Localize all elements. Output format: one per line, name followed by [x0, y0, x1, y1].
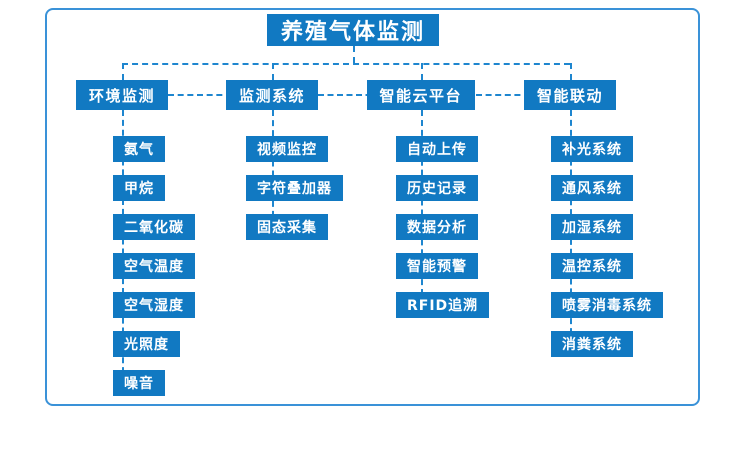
branch-trunk-connector: [272, 110, 274, 227]
branch-node[interactable]: 智能联动: [524, 80, 617, 110]
leaf-node[interactable]: 消粪系统: [551, 331, 633, 357]
leaf-node[interactable]: 温控系统: [551, 253, 633, 279]
branch-sibling-connector: [475, 94, 530, 96]
leaf-node[interactable]: 通风系统: [551, 175, 633, 201]
title-stem-connector: [353, 46, 355, 63]
branch-sibling-connector: [318, 94, 381, 96]
branch-drop-connector: [122, 63, 124, 80]
leaf-node[interactable]: 固态采集: [246, 214, 328, 240]
leaf-node[interactable]: 字符叠加器: [246, 175, 343, 201]
branch-node[interactable]: 智能云平台: [366, 80, 476, 110]
leaf-node[interactable]: 二氧化碳: [113, 214, 195, 240]
branch-drop-connector: [421, 63, 423, 80]
leaf-node[interactable]: 数据分析: [396, 214, 478, 240]
diagram-frame: [45, 8, 700, 406]
leaf-node[interactable]: 加湿系统: [551, 214, 633, 240]
branch-node[interactable]: 监测系统: [226, 80, 319, 110]
leaf-node[interactable]: 氨气: [113, 136, 165, 162]
branch-node[interactable]: 环境监测: [76, 80, 169, 110]
leaf-node[interactable]: 光照度: [113, 331, 180, 357]
branch-trunk-connector: [122, 110, 124, 383]
branch-bus-connector: [122, 63, 570, 65]
leaf-node[interactable]: 补光系统: [551, 136, 633, 162]
leaf-node[interactable]: 噪音: [113, 370, 165, 396]
leaf-node[interactable]: 自动上传: [396, 136, 478, 162]
leaf-node[interactable]: 空气湿度: [113, 292, 195, 318]
leaf-node[interactable]: 视频监控: [246, 136, 328, 162]
diagram-title: 养殖气体监测: [267, 14, 440, 46]
leaf-node[interactable]: RFID追溯: [396, 292, 490, 318]
leaf-node[interactable]: 历史记录: [396, 175, 478, 201]
leaf-node[interactable]: 甲烷: [113, 175, 165, 201]
branch-drop-connector: [272, 63, 274, 80]
branch-sibling-connector: [168, 94, 232, 96]
leaf-node[interactable]: 空气温度: [113, 253, 195, 279]
branch-trunk-connector: [421, 110, 423, 305]
leaf-node[interactable]: 喷雾消毒系统: [551, 292, 663, 318]
leaf-node[interactable]: 智能预警: [396, 253, 478, 279]
branch-drop-connector: [570, 63, 572, 80]
